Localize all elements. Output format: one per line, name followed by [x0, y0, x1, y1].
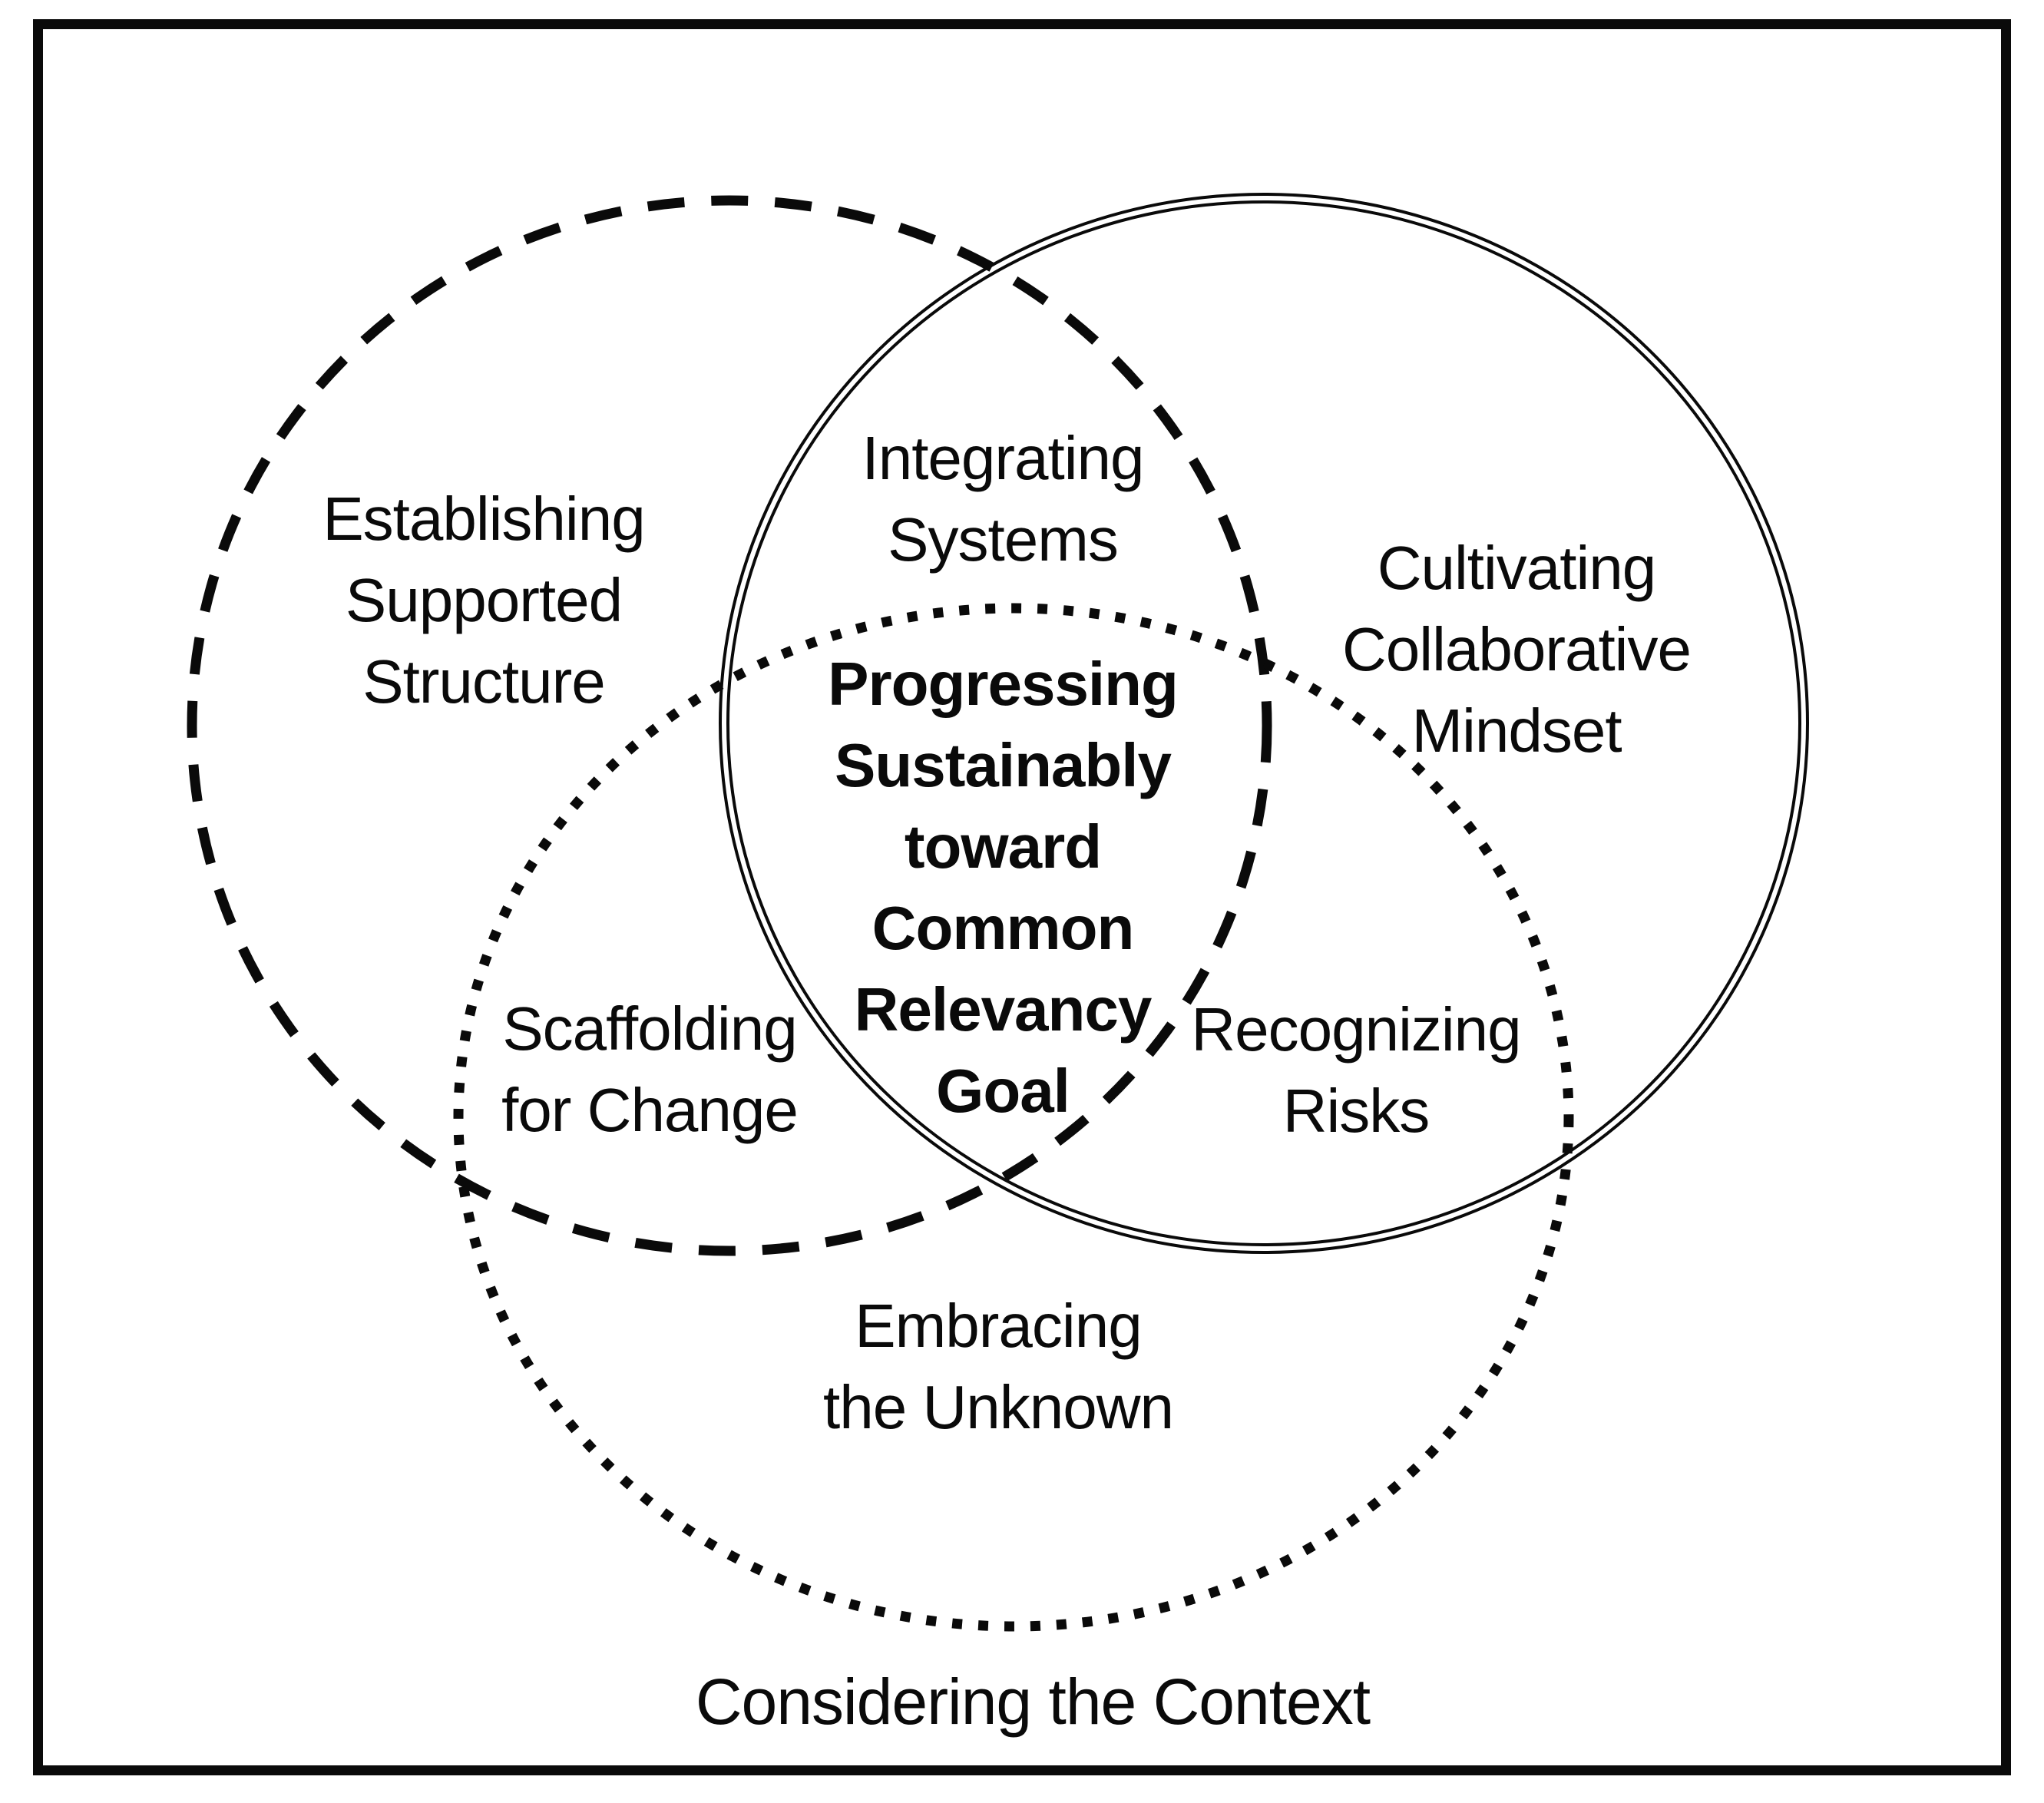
label-line: Goal: [936, 1057, 1070, 1125]
label-line: Integrating: [862, 424, 1144, 492]
label-integrating-systems: Integrating Systems: [734, 418, 1272, 581]
label-line: Establishing: [322, 485, 645, 553]
label-cultivating-collaborative-mindset: Cultivating Collaborative Mindset: [1229, 528, 1804, 772]
label-considering-the-context: Considering the Context: [695, 1666, 1371, 1738]
label-line: Systems: [888, 505, 1119, 574]
label-line: toward: [904, 812, 1102, 881]
label-line: Supported: [345, 566, 623, 634]
double-circle-outline: [719, 193, 1809, 1254]
double-circle-inner-line: [726, 200, 1801, 1246]
label-line: Risks: [1282, 1077, 1430, 1145]
label-line: Sustainably: [834, 731, 1172, 799]
label-line: Relevancy: [854, 975, 1153, 1044]
label-line: the Unknown: [823, 1373, 1174, 1441]
label-line: Common: [872, 894, 1135, 962]
dashed-circle-outline: [187, 195, 1272, 1256]
label-establishing-supported-structure: Establishing Supported Structure: [215, 478, 752, 723]
double-circle-outer-line: [719, 193, 1809, 1254]
frame-border: [33, 19, 2011, 1775]
label-embracing-the-unknown: Embracing the Unknown: [706, 1285, 1290, 1448]
label-line: Recognizing: [1191, 995, 1521, 1064]
label-line: Structure: [362, 647, 606, 716]
label-line: Collaborative: [1342, 615, 1692, 683]
label-recognizing-risks: Recognizing Risks: [1103, 989, 1609, 1152]
label-scaffolding-for-change: Scaffolding for Change: [396, 988, 903, 1151]
dotted-circle-outline: [453, 603, 1574, 1632]
label-line: Cultivating: [1377, 534, 1657, 602]
label-line: for Change: [501, 1076, 799, 1144]
label-line: Progressing: [828, 650, 1179, 718]
label-line: Scaffolding: [502, 994, 797, 1063]
label-line: Mindset: [1411, 696, 1622, 765]
label-center-goal: Progressing Sustainably toward Common Re…: [749, 643, 1256, 1132]
label-line: Embracing: [855, 1292, 1142, 1360]
